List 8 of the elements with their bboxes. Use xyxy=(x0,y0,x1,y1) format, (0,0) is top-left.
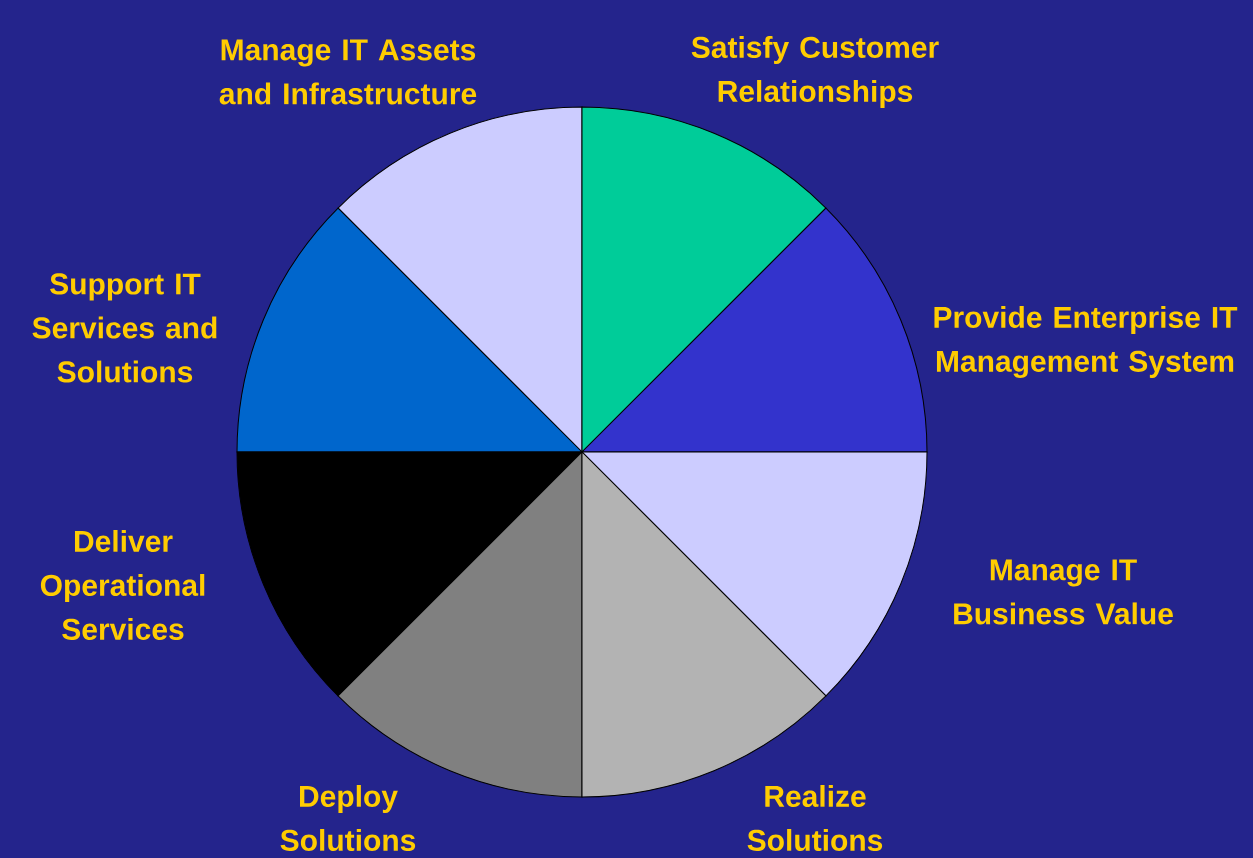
slice-label: Manage IT Business Value xyxy=(954,559,1173,625)
slice-label: Satisfy Customer Relationships xyxy=(691,36,939,108)
slice-label: Provide Enterprise IT Management System xyxy=(934,305,1238,379)
slice-label: Manage IT Assets and Infrastructure xyxy=(219,39,477,105)
slice-label: Support IT Services and Solutions xyxy=(32,273,217,383)
slice-label: Deploy Solutions xyxy=(280,784,416,851)
slice-label: Deliver Operational Services xyxy=(40,529,205,640)
slice-label: Realize Solutions xyxy=(747,784,883,851)
